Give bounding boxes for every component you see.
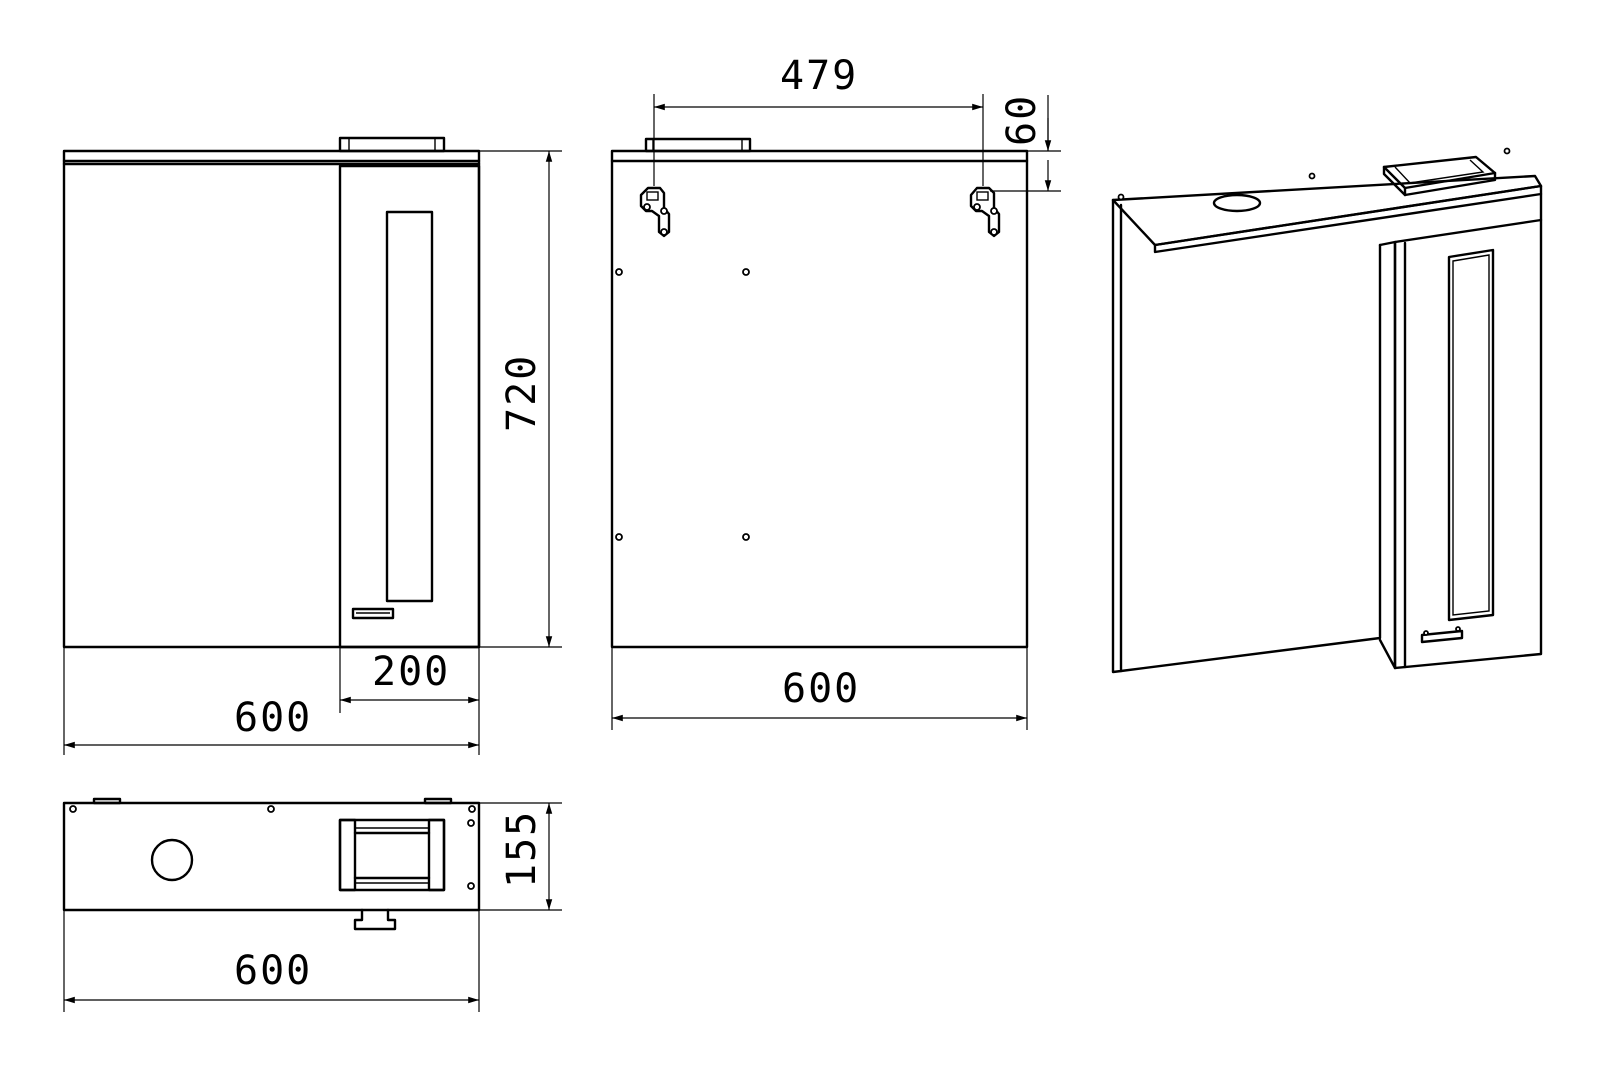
top-outline — [62, 801, 481, 912]
back-view: 479 60 600 — [610, 53, 1061, 730]
hanger-bracket-icon — [969, 186, 1001, 238]
front-door-width-label: 200 — [372, 649, 450, 695]
light-fixture-icon — [338, 136, 446, 153]
back-width-label: 600 — [782, 666, 860, 712]
door-glass-panel — [385, 210, 434, 603]
mounting-holes — [615, 268, 750, 541]
cabinet-outline — [62, 149, 481, 649]
right-door — [338, 164, 481, 649]
light-fixture-icon — [1382, 155, 1497, 197]
isometric-view — [1111, 147, 1543, 674]
back-hanger-offset-label: 60 — [999, 94, 1045, 146]
door-handle-icon — [1420, 626, 1464, 644]
door-glass-panel — [1447, 248, 1495, 622]
back-panel-outline — [610, 149, 1029, 649]
hanger-bracket-icon — [639, 186, 671, 238]
top-width-label: 600 — [234, 948, 312, 994]
front-width-label: 600 — [234, 695, 312, 741]
light-fixture-icon — [644, 137, 752, 153]
back-hanger-spacing-label: 479 — [780, 53, 858, 99]
cutout-circle-icon — [1212, 193, 1262, 213]
light-fixture-icon — [338, 818, 446, 892]
top-slab — [1111, 174, 1543, 247]
top-view: 155 600 — [62, 797, 562, 1012]
cabinet-side — [1378, 240, 1397, 670]
door-handle-icon — [353, 908, 397, 931]
front-height-label: 720 — [499, 354, 545, 432]
front-view: 720 200 600 — [62, 136, 562, 755]
cutout-circle-icon — [150, 838, 194, 882]
cabinet-door — [1393, 218, 1543, 670]
mirror-bottom-edge — [1119, 243, 1382, 673]
left-side-panel — [1111, 198, 1123, 674]
door-handle-icon — [351, 607, 395, 620]
top-depth-label: 155 — [499, 810, 545, 888]
mounting-holes — [69, 805, 476, 890]
